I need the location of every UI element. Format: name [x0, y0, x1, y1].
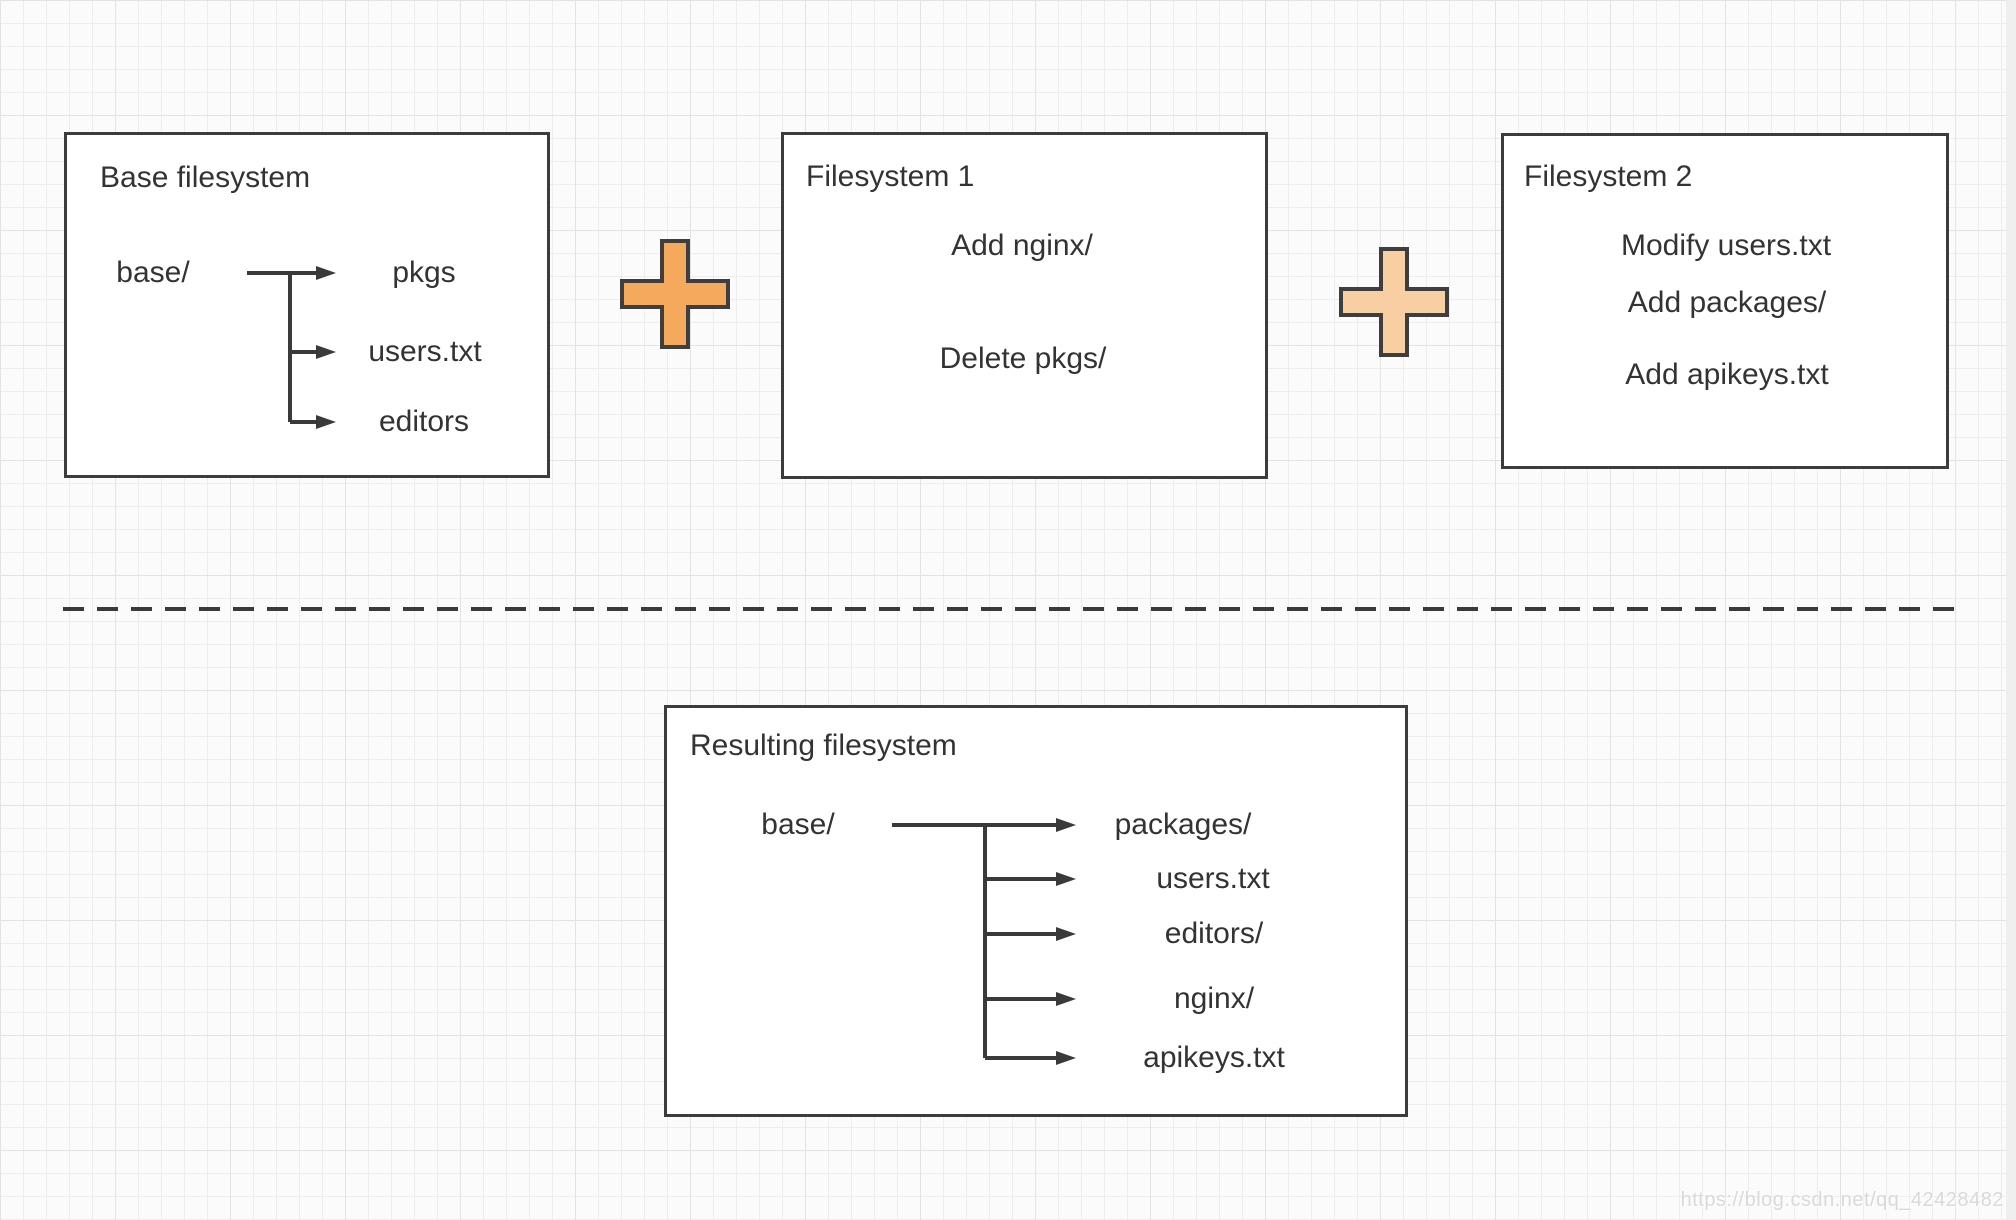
- fs2-item-add-packages: Add packages/: [1627, 286, 1827, 319]
- fs1-item-add-nginx: Add nginx/: [951, 229, 1093, 262]
- filesystem-2-box: [1501, 133, 1949, 469]
- plus-icon: [620, 239, 730, 349]
- result-tree-arrow-apikeys-icon: [1056, 1051, 1076, 1065]
- filesystem-1-box: [781, 132, 1268, 479]
- base-tree-arrow-editors-icon: [316, 415, 336, 429]
- fs2-item-modify-users: Modify users.txt: [1620, 229, 1832, 262]
- fs2-item-add-apikeys: Add apikeys.txt: [1625, 358, 1829, 391]
- base-tree-connectors: [247, 266, 336, 429]
- base-root-label: base/: [116, 256, 190, 289]
- filesystem-1-title: Filesystem 1: [806, 160, 975, 193]
- result-root-label: base/: [761, 808, 835, 841]
- filesystem-2-title: Filesystem 2: [1524, 160, 1693, 193]
- result-tree-connectors: [892, 818, 1076, 1065]
- result-tree-arrow-users-icon: [1056, 872, 1076, 886]
- result-child-users-label: users.txt: [1156, 862, 1270, 895]
- result-child-packages-label: packages/: [1114, 808, 1252, 841]
- result-child-editors-label: editors/: [1164, 917, 1264, 950]
- result-child-nginx-label: nginx/: [1173, 982, 1255, 1015]
- result-tree-arrow-packages-icon: [1056, 818, 1076, 832]
- plus-icon: [1339, 247, 1449, 357]
- base-tree-arrow-users-icon: [316, 345, 336, 359]
- base-box-title: Base filesystem: [100, 161, 311, 194]
- fs1-item-delete-pkgs: Delete pkgs/: [939, 342, 1107, 375]
- resulting-filesystem-box: [664, 705, 1408, 1117]
- canvas-edge-strip: [2006, 0, 2016, 1220]
- base-tree-arrow-pkgs-icon: [316, 266, 336, 280]
- csdn-watermark: https://blog.csdn.net/qq_42428482: [1680, 1189, 2004, 1211]
- base-child-pkgs-label: pkgs: [392, 256, 456, 289]
- result-child-apikeys-label: apikeys.txt: [1143, 1041, 1285, 1074]
- result-tree-arrow-editors-icon: [1056, 927, 1076, 941]
- base-child-editors-label: editors: [378, 405, 470, 438]
- result-tree-arrow-nginx-icon: [1056, 992, 1076, 1006]
- base-child-users-label: users.txt: [368, 335, 482, 368]
- result-box-title: Resulting filesystem: [690, 729, 957, 762]
